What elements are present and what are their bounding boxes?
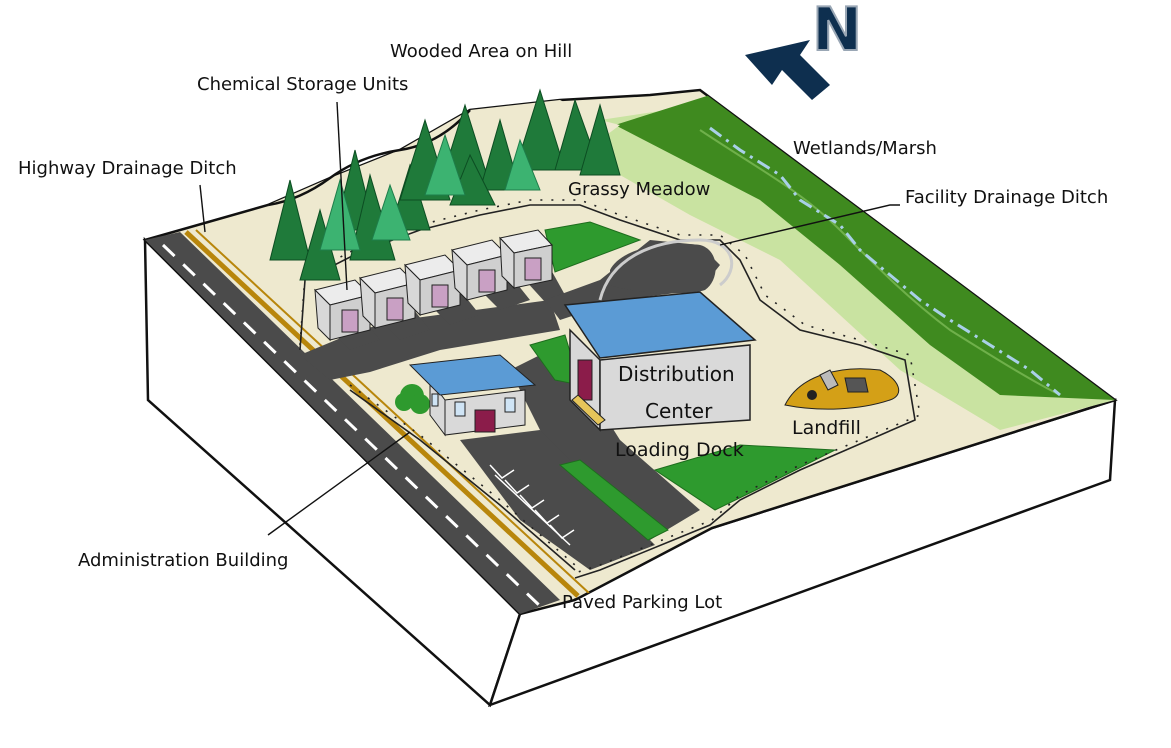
administration-building [395,354,537,437]
north-arrow-icon [745,40,830,100]
label-wooded-area: Wooded Area on Hill [390,41,572,62]
distribution-center-building [563,291,757,432]
label-loading-dock: Loading Dock [615,439,744,461]
storage-unit [499,229,553,290]
label-landfill: Landfill [792,417,861,439]
leader-lines [199,101,900,536]
facility-drainage-ditch [598,238,734,301]
label-highway-ditch: Highway Drainage Ditch [18,158,237,179]
label-wetlands: Wetlands/Marsh [793,138,937,159]
paved-parking-lot [460,430,655,570]
label-distribution-line1: Distribution [618,362,735,386]
label-facility-ditch: Facility Drainage Ditch [905,187,1108,208]
loading-dock [571,394,606,426]
paved-areas [300,240,720,570]
chemical-storage-units [314,229,553,342]
storage-unit [404,254,461,317]
wooded-area [267,88,621,281]
label-admin-building: Administration Building [78,550,288,571]
label-parking-lot: Paved Parking Lot [562,592,722,613]
compass-indicator: N [745,0,863,100]
landfill-mound [784,368,900,410]
facility-fence [299,199,921,579]
label-grassy-meadow: Grassy Meadow [568,179,710,200]
stream [709,126,1061,397]
wetlands-area [615,95,1115,400]
storage-unit [314,279,371,342]
highway-drainage-ditch [184,230,580,598]
storage-unit [451,239,508,302]
labels: Wooded Area on Hill Chemical Storage Uni… [18,41,1108,613]
lawns [529,221,837,541]
storage-unit [359,267,416,330]
label-distribution-line2: Center [645,399,713,423]
compass-letter: N [812,0,862,65]
label-chemical-storage: Chemical Storage Units [197,74,408,95]
parking-stalls [489,464,575,546]
